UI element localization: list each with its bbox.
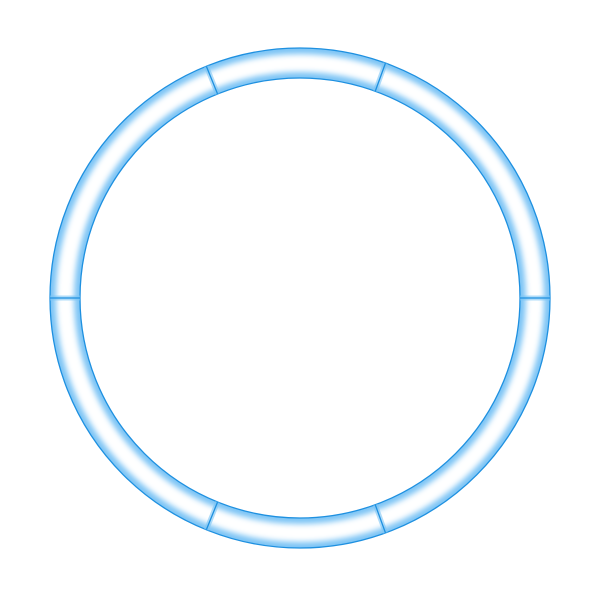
segment-divider [205, 501, 219, 531]
ring-core [56, 54, 544, 542]
segment-divider [374, 62, 387, 92]
segment-divider [205, 65, 219, 95]
ring-inner-edge [79, 77, 521, 519]
segment-divider [374, 504, 387, 534]
